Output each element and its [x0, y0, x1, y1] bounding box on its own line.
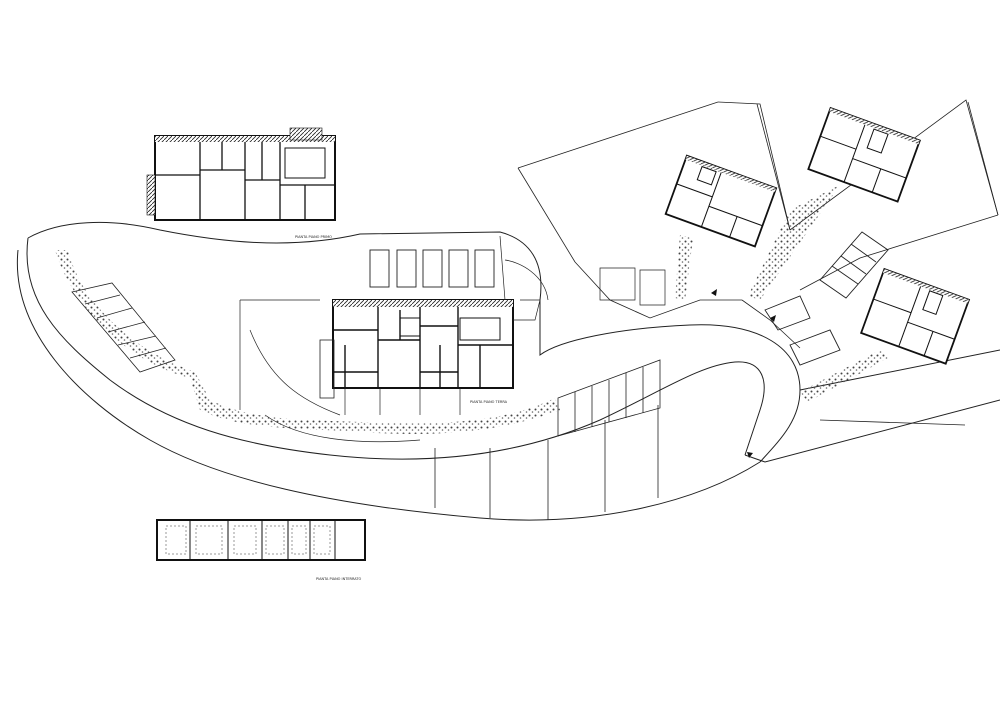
main-plan-label: PIANTA PIANO TERRA [470, 400, 508, 404]
right-parking-stalls [764, 231, 889, 366]
villa-2-plan [807, 106, 921, 203]
basement-plan-label: PIANTA PIANO INTERRATO [316, 577, 362, 581]
top-parking-stalls [369, 249, 495, 288]
basement-plan: PIANTA PIANO INTERRATO [156, 519, 366, 581]
site-boundaries [517, 99, 999, 426]
villa-1-plan [664, 154, 778, 248]
main-building-plan: PIANTA PIANO TERRA [319, 299, 541, 415]
center-parking-stalls [434, 359, 661, 520]
upper-floor-plan: PIANTA PIANO PRIMO [146, 127, 336, 239]
direction-arrows [711, 289, 776, 458]
upper-plan-label: PIANTA PIANO PRIMO [295, 235, 332, 239]
villa-3-plan [859, 267, 971, 365]
left-parking-stalls [71, 282, 176, 373]
gravel-edges [55, 185, 888, 434]
garden-paths [239, 235, 666, 443]
